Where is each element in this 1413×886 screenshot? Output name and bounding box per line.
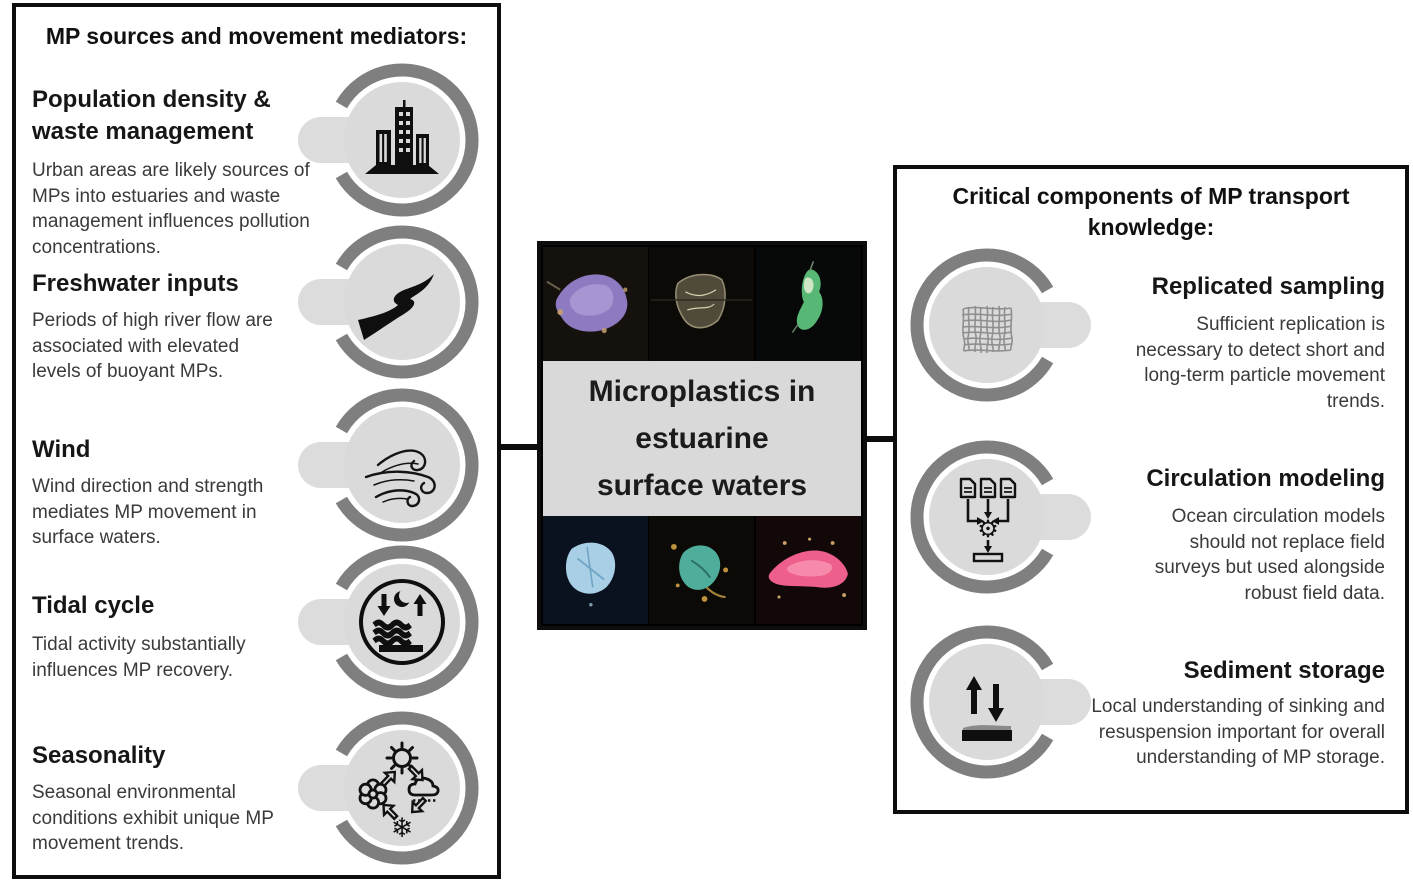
badge-seasonality: ❄ (298, 710, 480, 866)
ring (910, 625, 1054, 779)
center-box: Microplastics in estuarine surface water… (537, 241, 867, 630)
microplastic-photo-pink (755, 516, 861, 624)
desc-population-density: Urban areas are likely sources of MPs in… (32, 160, 310, 258)
left-panel-title: MP sources and movement mediators: (45, 23, 468, 49)
connector-left (501, 444, 541, 450)
heading-seasonality: Seasonality (32, 742, 166, 769)
badge-replicated-sampling (909, 247, 1091, 403)
sampling-net-icon (961, 305, 1014, 354)
microplastic-photo-translucent (649, 247, 755, 361)
svg-text:❄: ❄ (391, 813, 414, 838)
desc-replicated-sampling: Sufficient replication is necessary to d… (1135, 314, 1385, 412)
heading-wind: Wind (32, 436, 91, 463)
connector-right (863, 436, 897, 442)
ring (335, 388, 479, 542)
center-title-line1: Microplastics in (588, 375, 816, 408)
microplastic-photo-purple (543, 247, 649, 361)
right-panel-title: Critical components of MP transport know… (897, 181, 1405, 243)
heading-sediment-storage: Sediment storage (1183, 657, 1385, 684)
desc-freshwater: Periods of high river flow are associate… (32, 310, 273, 382)
wind-icon (364, 449, 436, 508)
microplastic-photo-teal (649, 516, 755, 624)
desc-sediment-storage: Local understanding of sinking and resus… (1091, 696, 1385, 768)
badge-tidal (298, 544, 480, 700)
heading-population-line1: Population density & (32, 86, 271, 113)
right-panel-title-line2: knowledge: (1087, 214, 1215, 240)
tidal-cycle-icon (359, 579, 445, 665)
badge-sediment-storage (909, 624, 1091, 780)
badge-freshwater (298, 224, 480, 380)
model-pipeline-icon: ⚙ (959, 477, 1017, 563)
heading-tidal: Tidal cycle (32, 592, 155, 619)
microplastic-photo-blue (543, 516, 649, 624)
sediment-arrows-icon (962, 676, 1012, 741)
heading-population-line2: waste management (32, 118, 254, 145)
heading-circulation-modeling: Circulation modeling (1146, 465, 1385, 492)
ring (335, 711, 479, 865)
desc-circulation-modeling: Ocean circulation models should not repl… (1154, 506, 1385, 604)
desc-seasonality: Seasonal environmental conditions exhibi… (32, 782, 274, 854)
seasons-cycle-icon: ❄ (358, 741, 440, 838)
heading-population-density: Population density & waste management (32, 84, 271, 148)
desc-tidal: Tidal activity substantially influences … (32, 634, 246, 681)
river-icon (358, 274, 434, 340)
heading-replicated-sampling: Replicated sampling (1151, 273, 1385, 300)
right-panel-title-line1: Critical components of MP transport (952, 183, 1350, 209)
center-title-line3: surface waters (596, 469, 808, 502)
photo-row-bottom (543, 516, 861, 624)
badge-population (298, 62, 480, 218)
svg-text:⚙: ⚙ (977, 515, 999, 543)
heading-freshwater: Freshwater inputs (32, 270, 239, 297)
desc-wind: Wind direction and strength mediates MP … (32, 476, 264, 548)
photo-row-top (543, 247, 861, 361)
badge-wind (298, 387, 480, 543)
city-buildings-icon (365, 100, 439, 174)
microplastic-photo-green (755, 247, 861, 361)
badge-circulation-modeling: ⚙ (909, 439, 1091, 595)
center-title: Microplastics in estuarine surface water… (543, 361, 861, 516)
center-title-line2: estuarine (635, 422, 769, 455)
